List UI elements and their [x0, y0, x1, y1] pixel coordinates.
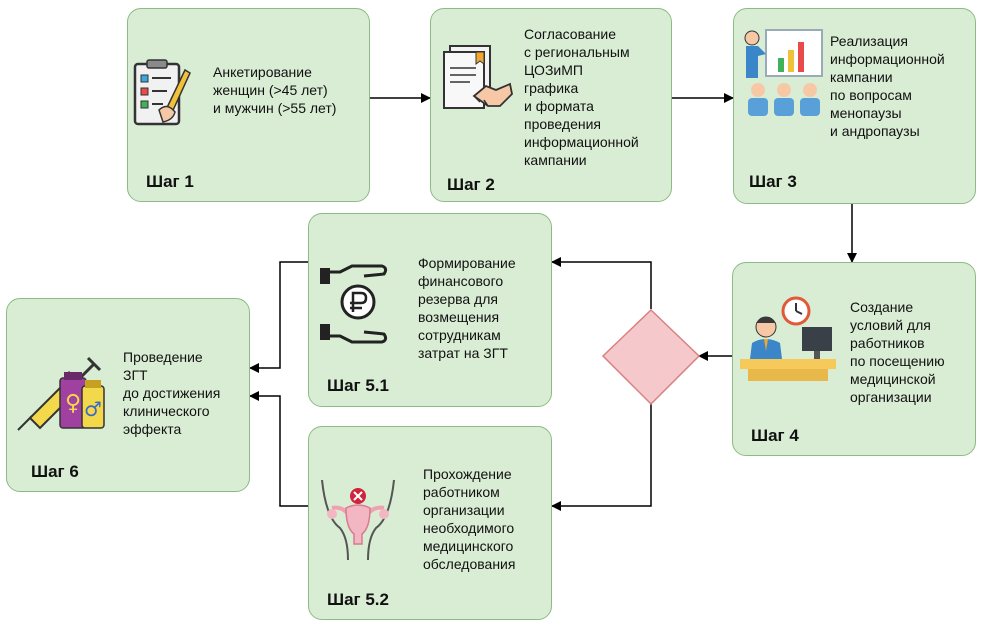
- ruble-hands-icon: [320, 264, 388, 344]
- step-3-label: Шаг 3: [749, 172, 797, 191]
- step-2-label: Шаг 2: [447, 175, 495, 194]
- syringe-vials-icon: ♀ ♂: [17, 356, 105, 431]
- step-6-text: Проведение ЗГТ до достижения клиническог…: [123, 349, 221, 437]
- step-4-label: Шаг 4: [751, 426, 799, 445]
- step-4-text: Создание условий для работников по посещ…: [850, 299, 945, 405]
- step-5-2-text: Прохождение работником организации необх…: [423, 466, 516, 572]
- step-1-text: Анкетирование женщин (>45 лет) и мужчин …: [213, 64, 337, 116]
- agreement-handshake-icon: [443, 45, 513, 109]
- step-2-text: Согласование с региональным ЦОЗиМП графи…: [524, 26, 639, 168]
- step-5-1-text: Формирование финансового резерва для воз…: [418, 255, 516, 361]
- step-6-label: Шаг 6: [31, 462, 79, 481]
- step-1-label: Шаг 1: [146, 172, 194, 191]
- svg-text:♀: ♀: [65, 391, 81, 416]
- step-6-box: [6, 298, 250, 492]
- arrow-decision-to-step51: [551, 257, 652, 309]
- arrow-decision-to-step52: [551, 404, 652, 511]
- step-5-1-label: Шаг 5.1: [327, 376, 389, 395]
- questionnaire-icon: [133, 59, 191, 126]
- arrow-step52-to-step6: [249, 391, 308, 507]
- step-5-2-label: Шаг 5.2: [327, 590, 389, 609]
- presentation-icon: [744, 29, 823, 116]
- step-3-text: Реализация информационной кампании по во…: [830, 33, 945, 139]
- step-1-box: [127, 8, 370, 202]
- decision-diamond: [601, 308, 701, 406]
- office-worker-clock-icon: [740, 296, 836, 381]
- arrow-step51-to-step6: [249, 261, 308, 373]
- svg-text:♂: ♂: [84, 397, 102, 421]
- uterus-icon: [321, 479, 395, 560]
